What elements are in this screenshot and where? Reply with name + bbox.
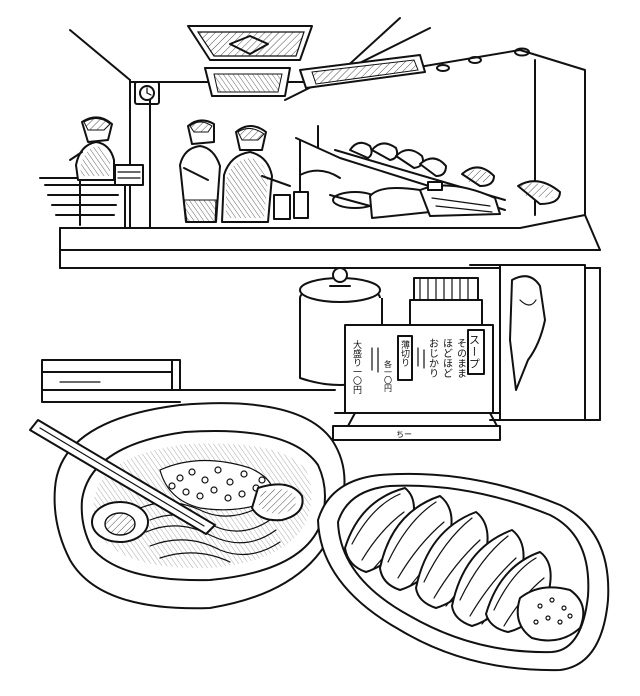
ramen-spoon — [251, 483, 304, 522]
wall-clock — [134, 81, 160, 105]
ceiling-light — [204, 67, 291, 97]
menu-text-ojikari: おじかり — [427, 338, 439, 378]
ceiling — [69, 17, 586, 229]
menu-footer: ちー — [396, 430, 412, 439]
kitchen-background — [39, 99, 561, 229]
menu-text-usugiri: 薄切り — [399, 339, 410, 367]
menu-text-oomori: 大盛り一〇円 — [351, 339, 362, 395]
tissue-box — [469, 264, 586, 421]
counter — [59, 214, 601, 269]
dipping-sauce — [516, 586, 585, 642]
green-onion-pile — [159, 459, 274, 511]
food-on-counter — [369, 181, 501, 219]
chopsticks — [29, 419, 216, 535]
cook-center — [179, 119, 221, 223]
table — [179, 267, 601, 421]
ceiling-vent — [187, 25, 313, 61]
menu-text-sonomama: そのまま — [455, 338, 467, 378]
menu-text-price: 各一〇円 — [384, 359, 393, 393]
menu-text-soup: スープ — [468, 334, 481, 370]
menu-text-hodohodo: ほどほど — [441, 338, 452, 378]
gyoza-pieces — [344, 487, 552, 633]
ramen-bowl — [29, 402, 346, 610]
chopstick-holder — [409, 277, 483, 329]
gyoza-plate — [317, 472, 610, 672]
menu-card: スープ そのまま ほどほど おじかり 薄切り 各一〇円 大盛り一〇円 ちー — [332, 324, 501, 441]
customers-at-counter — [349, 141, 561, 205]
cook-right — [221, 125, 291, 223]
cook-left — [69, 116, 115, 181]
ceiling-duct — [299, 54, 426, 89]
soft-boiled-egg — [91, 501, 149, 543]
napkin-tray — [41, 359, 181, 403]
